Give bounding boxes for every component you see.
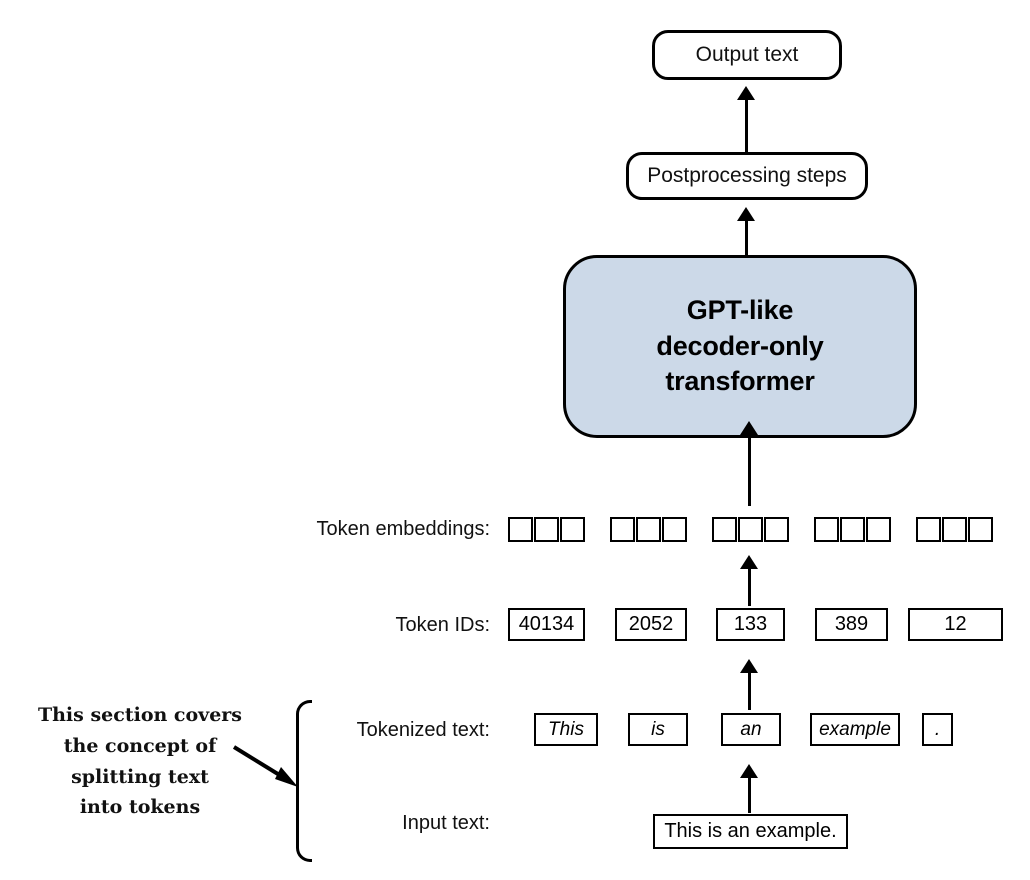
annotation-line-2: the concept of: [63, 734, 217, 757]
postprocessing-steps-node: Postprocessing steps: [626, 152, 868, 200]
section-annotation: This section covers the concept of split…: [36, 700, 244, 823]
embedding-cell: [866, 517, 891, 542]
embedding-cell: [968, 517, 993, 542]
annotation-line-4: into tokens: [79, 796, 201, 819]
token-id-box: 2052: [615, 608, 687, 641]
embedding-cell: [916, 517, 941, 542]
embedding-cell: [840, 517, 865, 542]
tokenized-text-box: .: [922, 713, 953, 746]
transformer-label-line3: transformer: [665, 366, 815, 397]
token-embedding-group: [916, 517, 993, 542]
embedding-cell: [508, 517, 533, 542]
token-embedding-group: [508, 517, 585, 542]
tokenized-text-box: This: [534, 713, 598, 746]
token-embedding-group: [814, 517, 891, 542]
embedding-cell: [636, 517, 661, 542]
transformer-label-line2: decoder-only: [656, 330, 824, 361]
tokenized-text-box: example: [810, 713, 900, 746]
gpt-decoder-transformer-node: GPT-like decoder-only transformer: [563, 255, 917, 438]
tokenized-text-label: Tokenized text:: [356, 719, 490, 741]
annotation-arrow-icon: [232, 745, 298, 787]
embedding-cell: [560, 517, 585, 542]
token-id-box: 389: [815, 608, 888, 641]
token-embedding-group: [610, 517, 687, 542]
embedding-cell: [738, 517, 763, 542]
embedding-cell: [712, 517, 737, 542]
token-id-box: 133: [716, 608, 785, 641]
transformer-label-line1: GPT-like: [686, 294, 794, 325]
token-embeddings-label: Token embeddings:: [316, 518, 490, 540]
embedding-cell: [814, 517, 839, 542]
embedding-cell: [610, 517, 635, 542]
embedding-cell: [764, 517, 789, 542]
input-text-box: This is an example.: [653, 814, 848, 849]
output-text-node: Output text: [652, 30, 842, 80]
annotation-line-3: splitting text: [71, 765, 209, 788]
tokenized-text-box: is: [628, 713, 688, 746]
token-id-box: 40134: [508, 608, 585, 641]
postprocessing-steps-label: Postprocessing steps: [647, 164, 847, 187]
annotation-line-1: This section covers: [37, 704, 242, 726]
token-ids-label: Token IDs:: [395, 614, 490, 636]
input-text-label: Input text:: [402, 812, 490, 834]
embedding-cell: [534, 517, 559, 542]
token-embedding-group: [712, 517, 789, 542]
tokenized-text-box: an: [721, 713, 781, 746]
embedding-cell: [662, 517, 687, 542]
embedding-cell: [942, 517, 967, 542]
section-bracket: [296, 700, 312, 862]
token-id-box: 12: [908, 608, 1003, 641]
output-text-label: Output text: [695, 43, 799, 66]
